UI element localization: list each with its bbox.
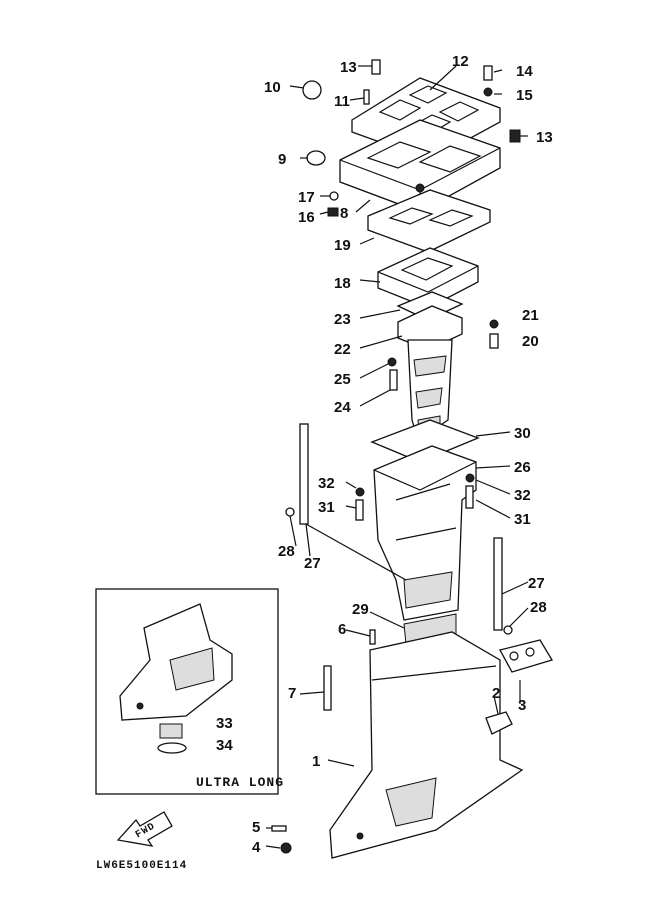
label-29: 29 [352,601,369,618]
pin-6 [369,629,376,645]
fwd-arrow-icon [116,811,173,847]
label-16: 16 [298,209,315,226]
label-20: 20 [522,333,539,350]
washer-34 [157,742,187,754]
label-30: 30 [514,425,531,442]
bolt-14 [483,65,493,81]
nut-16 [327,207,339,217]
label-11: 11 [334,93,350,110]
label-12: 12 [452,53,469,70]
gasket-19 [367,189,491,253]
label-25: 25 [334,371,351,388]
washer-32-left [355,487,365,497]
label-2: 2 [492,685,500,702]
label-18-visible: 18 [334,275,351,292]
pin-11 [363,89,370,105]
label-1: 1 [312,753,320,770]
anode-33 [159,723,183,739]
rubber-strip-27-right [493,537,503,631]
label-33-visible: 33 [216,715,233,732]
washer-15 [483,87,493,97]
washer-25 [387,357,397,367]
label-21: 21 [522,307,539,324]
nut-4 [280,842,292,854]
drawing-code: LW6E5100E114 [96,860,187,872]
bolt-13-top [371,59,381,75]
bolt-24 [389,369,398,391]
label-7: 7 [288,685,296,702]
rubber-strip-27-left [299,423,309,525]
label-24: 24 [334,399,351,416]
bolt-20 [489,333,499,349]
screw-28-right [503,625,513,635]
damper-3 [499,639,553,673]
label-9: 9 [278,151,286,168]
label-10: 10 [264,79,281,96]
bolt-7 [323,665,332,711]
label-22: 22 [334,341,351,358]
grommet-9 [306,150,326,166]
label-15: 15 [516,87,533,104]
label-13b: 13 [536,129,553,146]
label-32b: 32 [514,487,531,504]
label-27b: 27 [528,575,545,592]
inset-caption: ULTRA LONG [196,775,284,790]
bolt-31-right [465,485,474,509]
label-3: 3 [518,697,526,714]
label-31a: 31 [318,499,335,516]
label-6: 6 [338,621,346,638]
plug-2 [485,711,513,735]
screw-28-left [285,507,295,517]
label-4: 4 [252,839,261,856]
label-26: 26 [514,459,531,476]
bolt-31-left [355,499,364,521]
exhaust-guide-18 [377,247,479,309]
label-31b: 31 [514,511,531,528]
label-23: 23 [334,311,351,328]
washer-21 [489,319,499,329]
label-14: 14 [516,63,533,80]
label-27a: 27 [304,555,321,572]
bolt-5 [271,825,287,832]
upper-casing-26 [373,445,477,621]
lower-casing-1 [329,631,524,859]
washer-17 [329,191,339,201]
label-32a: 32 [318,475,335,492]
label-28a: 28 [278,543,295,560]
gasket-30 [370,419,480,463]
label-17: 17 [298,189,315,206]
label-5: 5 [252,819,260,836]
ultra-long-inset [95,588,279,795]
label-13a: 13 [340,59,357,76]
grommet-10 [302,80,322,100]
washer-32-right [465,473,475,483]
label-28b: 28 [530,599,547,616]
label-19: 19 [334,237,351,254]
label-34: 34 [216,737,233,754]
label-8: 8 [340,205,348,222]
bolt-13-side [509,129,521,143]
